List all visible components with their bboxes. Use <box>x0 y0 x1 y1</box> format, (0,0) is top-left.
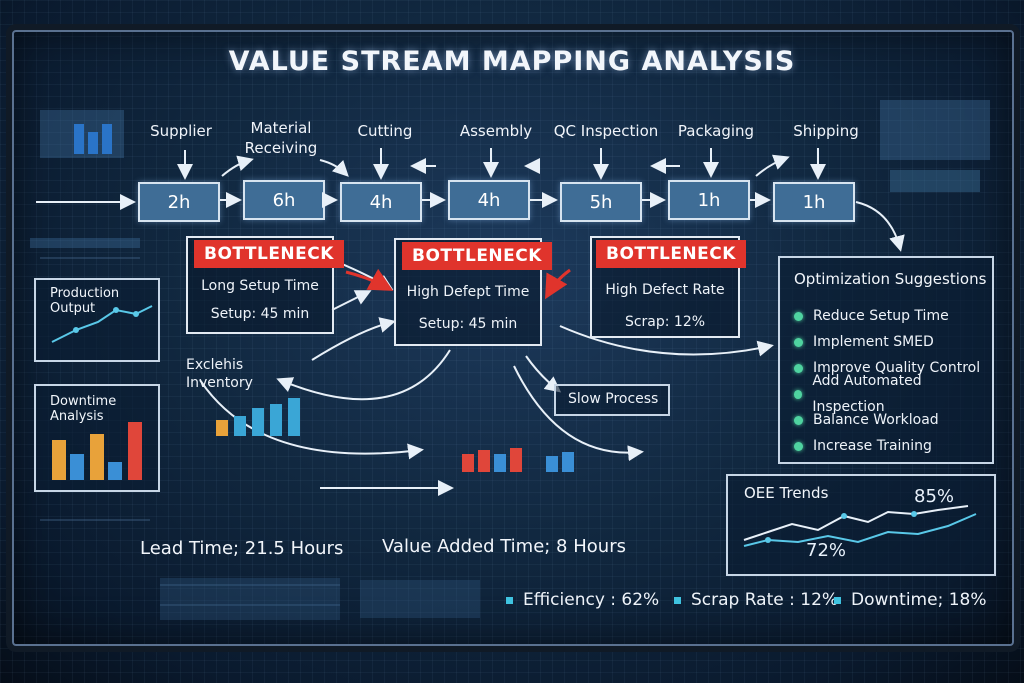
page-title: VALUE STREAM MAPPING ANALYSIS <box>228 46 796 77</box>
optimization-item: Implement SMED <box>794 329 984 355</box>
downtime-bar <box>128 422 142 480</box>
board-frame <box>12 30 1014 646</box>
bullet-icon <box>834 596 841 604</box>
bottleneck-detail: High Defept Time <box>406 284 530 300</box>
bottleneck-detail: Long Setup Time <box>201 278 319 294</box>
bottleneck-title: BOTTLENECK <box>402 242 552 270</box>
bottleneck-title: BOTTLENECK <box>194 240 344 268</box>
step-box-material-receiving: 6h <box>243 180 325 220</box>
step-label-qc-inspection: QC Inspection <box>553 122 659 140</box>
slow-process-note: Slow Process <box>554 384 670 416</box>
check-dot-icon <box>794 441 803 451</box>
optimization-list: Reduce Setup Time Implement SMED Improve… <box>794 303 984 459</box>
check-dot-icon <box>794 337 803 347</box>
check-dot-icon <box>794 389 803 399</box>
production-output-panel: Production Output <box>34 278 160 362</box>
value-added-metric: Value Added Time; 8 Hours <box>382 536 626 557</box>
step-label-supplier: Supplier <box>150 122 212 140</box>
step-box-assembly: 4h <box>448 180 530 220</box>
kpi-scrap: Scrap Rate : 12% <box>674 590 838 610</box>
deco-block <box>160 578 340 620</box>
downtime-bar <box>108 462 122 480</box>
oee-low-label: 72% <box>806 540 847 561</box>
production-output-title: Production Output <box>50 286 120 316</box>
bottleneck-detail: High Defect Rate <box>605 282 725 298</box>
optimization-item: Increase Training <box>794 433 984 459</box>
bottleneck-title: BOTTLENECK <box>596 240 746 268</box>
center-bar-chart <box>462 446 582 472</box>
bottleneck-card-setup: BOTTLENECK Long Setup Time Setup: 45 min <box>186 236 344 334</box>
optimization-item: Improve Quality Control <box>794 355 984 381</box>
optimization-item: Reduce Setup Time <box>794 303 984 329</box>
slow-process-label: Slow Process <box>568 391 659 407</box>
step-label-material-receiving: Material Receiving <box>244 119 318 157</box>
oee-trend-lines <box>743 505 977 547</box>
kpi-efficiency: Efficiency : 62% <box>506 590 659 610</box>
bullet-icon <box>506 596 513 604</box>
production-output-line <box>51 305 153 343</box>
deco-block <box>360 580 480 618</box>
oee-high-label: 85% <box>914 486 955 507</box>
oee-trends-panel: OEE Trends 85% 72% <box>726 474 996 576</box>
downtime-bar <box>52 440 66 480</box>
step-box-qc-inspection: 5h <box>560 182 642 222</box>
deco-block <box>890 170 980 192</box>
step-label-packaging: Packaging <box>677 122 755 140</box>
step-box-cutting: 4h <box>340 182 422 222</box>
mini-bar-chart <box>74 120 124 154</box>
check-dot-icon <box>794 363 803 373</box>
step-box-shipping: 1h <box>773 182 855 222</box>
bottleneck-metric: Scrap: 12% <box>624 314 706 330</box>
inventory-note: Exclehis Inventory <box>186 357 253 391</box>
check-dot-icon <box>794 415 803 425</box>
deco-block <box>30 238 140 248</box>
step-label-cutting: Cutting <box>357 122 413 140</box>
bottleneck-metric: Setup: 45 min <box>418 316 518 332</box>
step-box-packaging: 1h <box>668 180 750 220</box>
inventory-bar-chart <box>216 396 312 436</box>
oee-trends-title: OEE Trends <box>744 484 829 502</box>
optimization-panel: Optimization Suggestions Reduce Setup Ti… <box>778 256 994 464</box>
optimization-title: Optimization Suggestions <box>794 270 987 288</box>
lead-time-metric: Lead Time; 21.5 Hours <box>140 538 344 559</box>
downtime-analysis-panel: Downtime Analysis <box>34 384 160 492</box>
kpi-downtime: Downtime; 18% <box>834 590 987 610</box>
bottleneck-metric: Setup: 45 min <box>210 306 310 322</box>
bullet-icon <box>674 596 681 604</box>
optimization-item: Balance Workload <box>794 407 984 433</box>
optimization-item: Add Automated Inspection <box>794 373 984 415</box>
step-label-shipping: Shipping <box>793 122 859 140</box>
downtime-bar <box>90 434 104 480</box>
downtime-bar <box>70 454 84 480</box>
bottleneck-card-defect-rate: BOTTLENECK High Defect Rate Scrap: 12% <box>590 236 746 338</box>
bottleneck-card-defect-time: BOTTLENECK High Defept Time Setup: 45 mi… <box>394 238 552 346</box>
step-box-supplier: 2h <box>138 182 220 222</box>
step-label-assembly: Assembly <box>459 122 533 140</box>
downtime-analysis-title: Downtime Analysis <box>50 394 117 424</box>
deco-block <box>880 100 990 160</box>
check-dot-icon <box>794 311 803 321</box>
